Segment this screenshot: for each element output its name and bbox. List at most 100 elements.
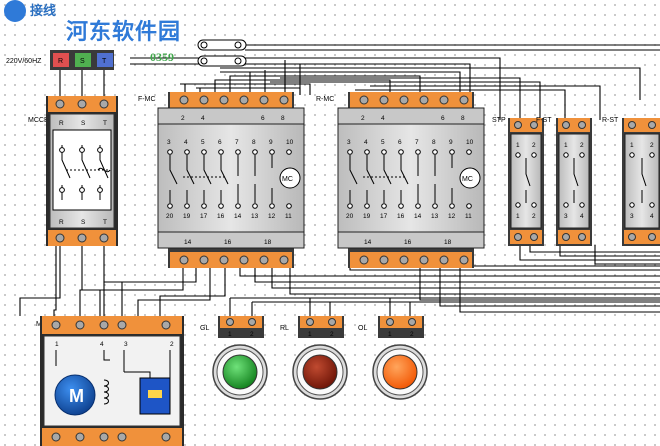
contact-number-top: 4 — [364, 139, 368, 146]
contact-number-bottom: 19 — [183, 213, 191, 220]
contact-number-bottom: 19 — [363, 213, 371, 220]
contact-number-top: 7 — [235, 139, 239, 146]
motor-terminal-3: 3 — [124, 341, 128, 348]
contact-number-bottom: 11 — [465, 213, 472, 220]
wires — [19, 44, 660, 320]
contactors: F-MC 2 4 6 8 3 4 5 6 7 8 9 10 20 19 17 16 14 13 12 11 MC 14 16 1… — [138, 92, 485, 268]
pb-bottom-number: 3 — [630, 213, 634, 220]
contactor-top-number: 6 — [261, 115, 265, 122]
logo-icon — [4, 0, 26, 22]
lamp-terminal-number: 1 — [388, 331, 392, 338]
phase-r-label: R — [58, 58, 63, 65]
watermark-url: 0359 — [150, 50, 174, 64]
lamp-bulb-icon — [382, 354, 418, 390]
contactor-lower-number: 18 — [264, 239, 272, 246]
contactor-top-number: 8 — [281, 115, 285, 122]
contactor-lower-number: 16 — [224, 239, 232, 246]
contact-number-top: 9 — [269, 139, 273, 146]
contactor-top-number: 8 — [461, 115, 465, 122]
mccb-breaker[interactable]: MCCB R S T R S T — [28, 96, 118, 246]
contact-number-bottom: 12 — [268, 213, 276, 220]
pb-top-number: 2 — [650, 142, 654, 149]
supply-voltage-label: 220V/60HZ — [6, 58, 42, 65]
contact-number-bottom: 16 — [397, 213, 405, 220]
contact-number-bottom: 20 — [346, 213, 354, 220]
phase-t-label: T — [102, 58, 107, 65]
motor-terminal-2: 2 — [170, 341, 174, 348]
contact-number-top: 5 — [201, 139, 205, 146]
contact-number-bottom: 16 — [217, 213, 225, 220]
lamp-label: OL — [358, 325, 367, 332]
contactor-label: R-MC — [316, 96, 334, 103]
contactor-top-number: 6 — [441, 115, 445, 122]
mccb-bottom-r: R — [59, 219, 64, 226]
coil-badge-icon — [279, 167, 301, 189]
contactor-top-number: 4 — [381, 115, 385, 122]
mccb-top-t: T — [103, 120, 107, 127]
mccb-label: MCCB — [28, 117, 49, 124]
contact-number-top: 10 — [466, 139, 474, 146]
pb-top-number: 1 — [516, 142, 520, 149]
contact-number-bottom: 12 — [448, 213, 456, 220]
motor-icon — [54, 374, 96, 416]
contact-number-top: 8 — [432, 139, 436, 146]
contact-number-bottom: 17 — [200, 213, 208, 220]
fuse-icon — [234, 41, 242, 49]
motor-terminal-4: 4 — [100, 341, 104, 348]
contact-number-bottom: 13 — [251, 213, 259, 220]
contact-number-top: 7 — [415, 139, 419, 146]
fuse-icon — [200, 41, 208, 49]
pushbutton-label: R-ST — [602, 117, 619, 124]
motor-terminal-1: 1 — [55, 341, 59, 348]
contact-number-top: 6 — [218, 139, 222, 146]
contactor-top-number: 2 — [361, 115, 365, 122]
fuse-holders — [197, 39, 247, 67]
contactor-label: F-MC — [138, 96, 156, 103]
pushbutton-label: STP — [492, 117, 506, 124]
lamp-bulb-icon — [302, 354, 338, 390]
mccb-bottom-s: S — [81, 219, 86, 226]
contactor-lower-number: 18 — [444, 239, 452, 246]
pb-top-number: 2 — [580, 142, 584, 149]
coil-icon — [103, 379, 109, 405]
contact-number-bottom: 13 — [431, 213, 439, 220]
fuse-icon — [200, 57, 208, 65]
motor-unit[interactable]: M 1 4 3 2 M — [36, 316, 184, 446]
lamp-terminal-number: 1 — [228, 331, 232, 338]
pb-bottom-number: 4 — [580, 213, 584, 220]
contact-number-top: 5 — [381, 139, 385, 146]
coil-badge-text: MC — [462, 176, 473, 183]
capacitor-icon — [139, 377, 171, 415]
contact-number-bottom: 14 — [234, 213, 242, 220]
contact-number-top: 4 — [184, 139, 188, 146]
contactor-top-number: 2 — [181, 115, 185, 122]
pb-top-number: 1 — [630, 142, 634, 149]
contactor-lower-number: 14 — [364, 239, 372, 246]
pb-top-number: 2 — [532, 142, 536, 149]
contact-number-top: 10 — [286, 139, 294, 146]
contact-number-bottom: 17 — [380, 213, 388, 220]
pb-top-number: 1 — [564, 142, 568, 149]
pushbutton-label: F-ST — [536, 117, 552, 124]
watermark-caption: 接线 — [30, 3, 57, 18]
fuse-icon — [234, 57, 242, 65]
pb-bottom-number: 2 — [532, 213, 536, 220]
lamp-terminal-number: 2 — [330, 331, 334, 338]
mccb-bottom-t: T — [103, 219, 107, 226]
phase-s-label: S — [80, 58, 85, 65]
contactor-lower-number: 14 — [184, 239, 192, 246]
contact-number-top: 3 — [167, 139, 171, 146]
contactor-lower-number: 16 — [404, 239, 412, 246]
contact-number-bottom: 11 — [285, 213, 292, 220]
